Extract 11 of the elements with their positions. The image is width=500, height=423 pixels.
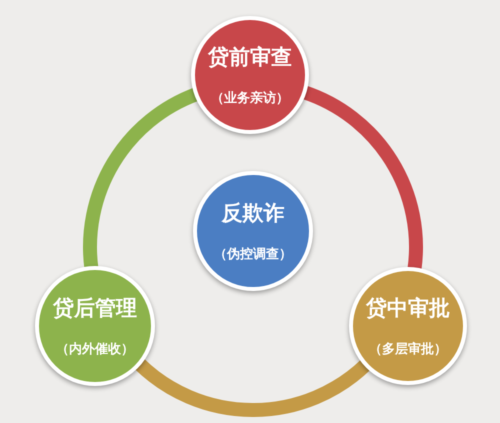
stage-subtitle: （多层审批） [369,340,447,358]
stage-subtitle: （伪控调查） [214,246,292,262]
stage-title: 反欺诈 [222,200,284,226]
stage-title: 贷前审查 [208,44,292,70]
stage-title: 贷中审批 [366,294,450,320]
ring-arc [83,88,200,269]
stage-subtitle: （业务亲访） [211,90,289,106]
stage-title: 贷后管理 [53,294,137,320]
ring-arc [302,86,423,270]
stage-subtitle: （内外催收） [56,340,134,358]
ring-arc [134,358,370,417]
